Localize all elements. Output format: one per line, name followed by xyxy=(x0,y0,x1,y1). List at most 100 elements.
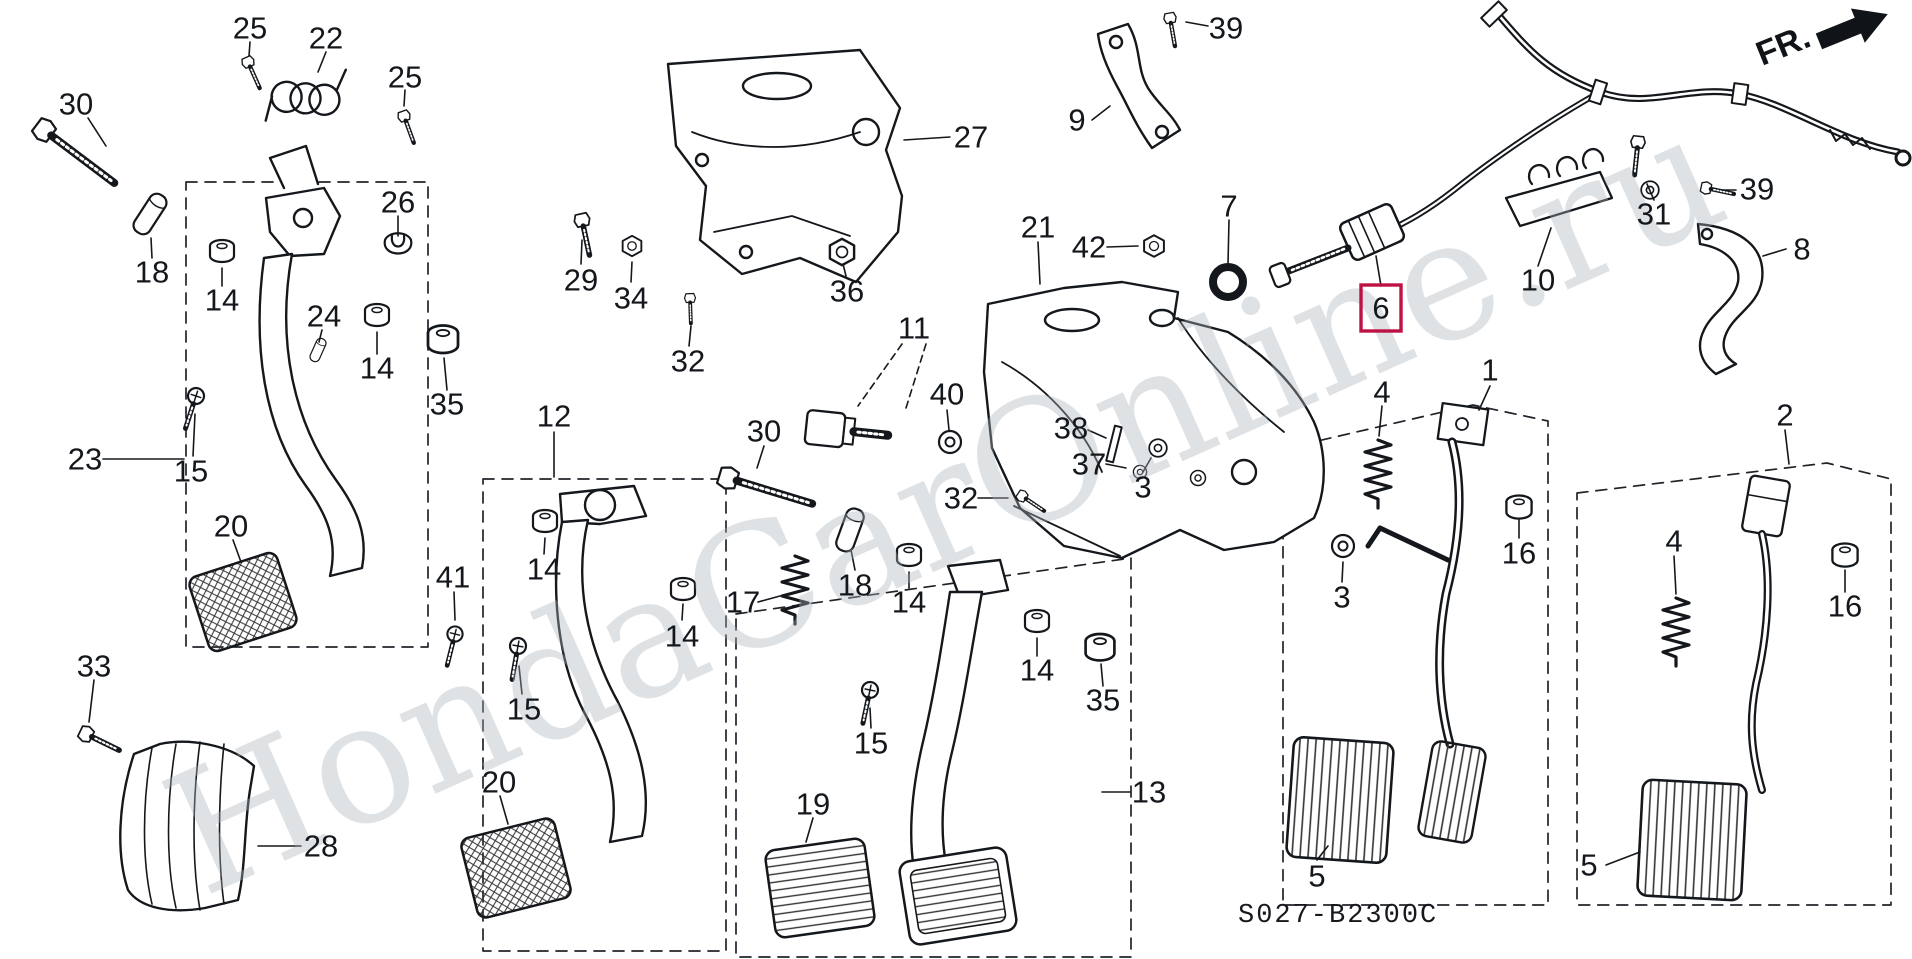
part-drawing-6-cable-end xyxy=(1268,203,1406,289)
part-label-20[interactable]: 20 xyxy=(482,765,516,800)
part-drawing-14c-grommet xyxy=(531,508,559,534)
part-label-15[interactable]: 15 xyxy=(174,454,208,489)
part-drawing-16b-grommet xyxy=(1831,542,1859,568)
part-label-18[interactable]: 18 xyxy=(135,255,169,290)
part-label-25[interactable]: 25 xyxy=(233,11,267,46)
part-label-23[interactable]: 23 xyxy=(68,442,102,477)
part-drawing-14a-grommet xyxy=(208,238,236,264)
part-label-4[interactable]: 4 xyxy=(1373,375,1390,410)
part-drawing-35a-grommet xyxy=(426,324,460,355)
part-label-34[interactable]: 34 xyxy=(614,281,648,316)
part-label-4[interactable]: 4 xyxy=(1665,524,1682,559)
part-label-42[interactable]: 42 xyxy=(1072,230,1106,265)
part-label-38[interactable]: 38 xyxy=(1054,411,1088,446)
part-label-32[interactable]: 32 xyxy=(944,481,978,516)
part-label-3[interactable]: 3 xyxy=(1333,580,1350,615)
part-label-22[interactable]: 22 xyxy=(309,21,343,56)
part-label-28[interactable]: 28 xyxy=(304,829,338,864)
part-drawing-15a-screw xyxy=(178,386,206,431)
part-drawing-42-nut xyxy=(1143,234,1165,258)
part-label-15[interactable]: 15 xyxy=(507,692,541,727)
part-drawing-33-bolt xyxy=(77,724,123,757)
part-drawing-10-cable-clamp xyxy=(1504,148,1614,228)
part-drawing-29-bolt xyxy=(573,212,597,256)
part-drawing-14f-grommet xyxy=(1023,608,1051,634)
part-drawing-1-accel-pedal xyxy=(1365,401,1490,844)
part-label-33[interactable]: 33 xyxy=(77,649,111,684)
assembly-box-2 xyxy=(1576,462,1892,906)
part-label-16[interactable]: 16 xyxy=(1828,589,1862,624)
part-label-14[interactable]: 14 xyxy=(665,619,699,654)
leader-lines xyxy=(87,21,1846,866)
part-label-3[interactable]: 3 xyxy=(1134,470,1151,505)
part-drawing-7-grommet xyxy=(1209,263,1247,301)
part-label-21[interactable]: 21 xyxy=(1021,210,1055,245)
part-drawing-19-pad xyxy=(764,837,876,939)
part-label-37[interactable]: 37 xyxy=(1072,447,1106,482)
part-label-1[interactable]: 1 xyxy=(1481,353,1498,388)
part-drawing-36-nut xyxy=(828,237,856,267)
diagram-code: S027-B2300C xyxy=(1238,901,1438,931)
selected-part-box xyxy=(1359,283,1403,333)
part-drawing-2-accel-pedal xyxy=(1741,474,1791,794)
part-label-14[interactable]: 14 xyxy=(360,351,394,386)
part-drawing-38-pin xyxy=(1105,424,1123,464)
part-label-26[interactable]: 26 xyxy=(381,185,415,220)
leader-dashed-11 xyxy=(857,343,927,409)
part-drawing-18a-bushing xyxy=(129,189,171,239)
part-label-17[interactable]: 17 xyxy=(726,585,760,620)
part-drawing-throttle-cable xyxy=(1387,0,1912,233)
part-label-14[interactable]: 14 xyxy=(205,283,239,318)
part-label-15[interactable]: 15 xyxy=(854,726,888,761)
part-label-5[interactable]: 5 xyxy=(1580,848,1597,883)
part-label-29[interactable]: 29 xyxy=(564,263,598,298)
fr-label: FR. xyxy=(1751,18,1816,74)
part-drawing-25b-bolt xyxy=(396,109,419,145)
part-drawing-3b-washer xyxy=(1330,533,1356,559)
part-label-14[interactable]: 14 xyxy=(892,585,926,620)
fr-indicator: FR. xyxy=(1751,8,1888,74)
part-label-14[interactable]: 14 xyxy=(1020,653,1054,688)
part-label-11[interactable]: 11 xyxy=(898,311,930,346)
part-label-41[interactable]: 41 xyxy=(436,560,470,595)
part-label-30[interactable]: 30 xyxy=(747,414,781,449)
part-label-16[interactable]: 16 xyxy=(1502,536,1536,571)
part-label-35[interactable]: 35 xyxy=(430,387,464,422)
part-drawing-34-nut xyxy=(621,234,643,258)
part-drawing-30a-bolt xyxy=(30,116,121,192)
part-drawing-24-pin xyxy=(307,336,329,364)
part-label-8[interactable]: 8 xyxy=(1793,232,1810,267)
part-label-9[interactable]: 9 xyxy=(1068,103,1085,138)
part-label-14[interactable]: 14 xyxy=(527,552,561,587)
part-label-36[interactable]: 36 xyxy=(830,274,864,309)
part-label-31[interactable]: 31 xyxy=(1637,197,1671,232)
part-label-18[interactable]: 18 xyxy=(838,568,872,603)
part-label-20[interactable]: 20 xyxy=(214,509,248,544)
part-drawing-8-bracket xyxy=(1696,222,1764,376)
part-drawing-4a-spring xyxy=(1363,438,1393,510)
part-label-27[interactable]: 27 xyxy=(954,120,988,155)
part-label-40[interactable]: 40 xyxy=(930,377,964,412)
part-label-24[interactable]: 24 xyxy=(307,299,341,334)
part-label-6[interactable]: 6 xyxy=(1372,291,1389,326)
part-drawing-20b-pedal-pad xyxy=(460,817,572,919)
part-label-32[interactable]: 32 xyxy=(671,344,705,379)
part-label-10[interactable]: 10 xyxy=(1521,263,1555,298)
part-label-7[interactable]: 7 xyxy=(1220,189,1237,224)
part-label-2[interactable]: 2 xyxy=(1776,398,1793,433)
part-label-25[interactable]: 25 xyxy=(388,60,422,95)
part-label-5[interactable]: 5 xyxy=(1308,859,1325,894)
part-label-35[interactable]: 35 xyxy=(1086,683,1120,718)
part-label-39[interactable]: 39 xyxy=(1740,172,1774,207)
part-drawing-5a-pedal-pad xyxy=(1285,736,1395,864)
part-drawing-28-pedal-cover xyxy=(119,740,256,912)
part-label-19[interactable]: 19 xyxy=(796,787,830,822)
part-label-39[interactable]: 39 xyxy=(1209,11,1243,46)
part-label-30[interactable]: 30 xyxy=(59,87,93,122)
part-drawing-22-spring xyxy=(264,68,347,122)
part-label-13[interactable]: 13 xyxy=(1132,775,1166,810)
part-label-12[interactable]: 12 xyxy=(537,399,571,434)
